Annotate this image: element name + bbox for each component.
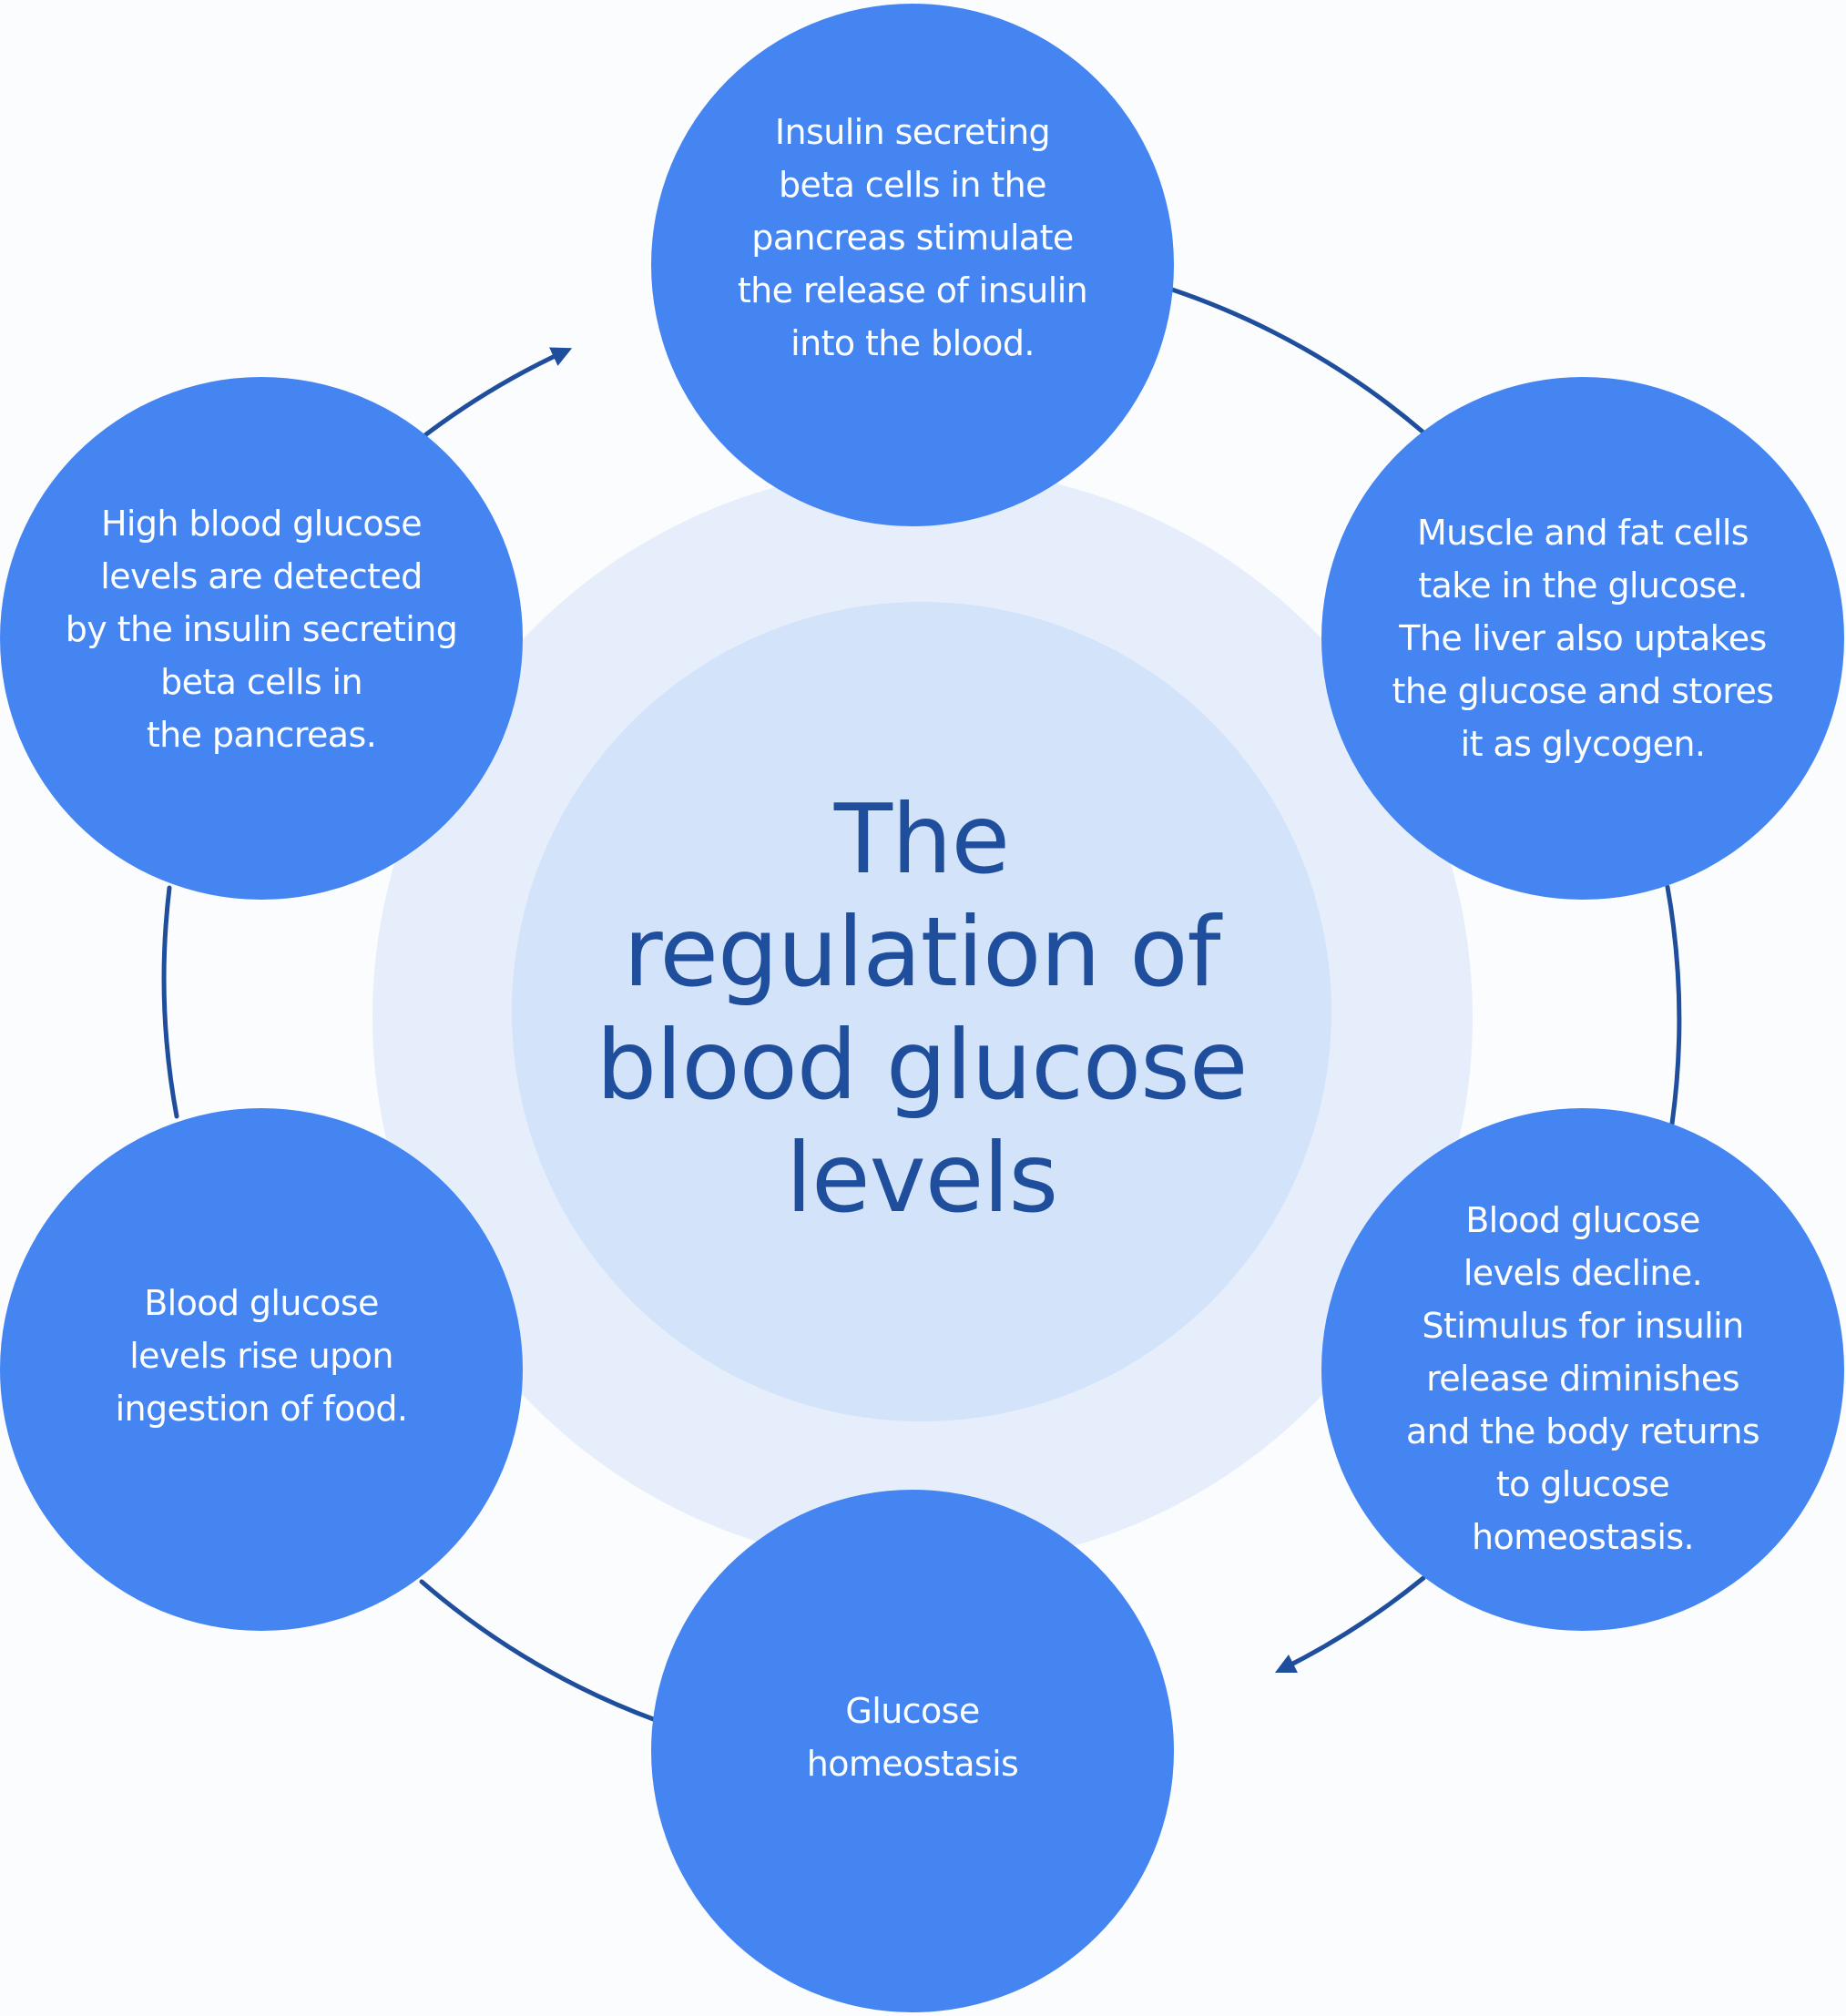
connector-2-3 — [1665, 884, 1682, 1126]
step-insulin-release-text: Insulin secreting beta cells in the panc… — [737, 112, 1088, 363]
inner-halo — [512, 602, 1331, 1421]
title-line-3: blood glucose — [596, 1010, 1249, 1121]
connector-5-6 — [161, 885, 179, 1119]
step-glucose-decline-text: Blood glucose levels decline. Stimulus f… — [1405, 1200, 1760, 1557]
step-glucose-uptake: Muscle and fat cells take in the glucose… — [1321, 377, 1844, 900]
step-glucose-decline: Blood glucose levels decline. Stimulus f… — [1321, 1108, 1844, 1631]
step-glucose-detected-text: High blood glucose levels are detected b… — [65, 504, 458, 755]
diagram-title: The regulation of blood glucose levels — [557, 783, 1286, 1238]
connector-3-4-arrow — [1274, 1575, 1426, 1674]
step-glucose-rise: Blood glucose levels rise upon ingestion… — [0, 1108, 523, 1631]
step-glucose-detected: High blood glucose levels are detected b… — [0, 377, 523, 900]
step-glucose-uptake-text: Muscle and fat cells take in the glucose… — [1392, 513, 1774, 764]
step-insulin-release: Insulin secreting beta cells in the panc… — [651, 4, 1174, 526]
step-glucose-rise-text: Blood glucose levels rise upon ingestion… — [115, 1283, 408, 1429]
step-glucose-homeostasis: Glucose homeostasis — [651, 1490, 1174, 2012]
connector-6-1-arrow — [420, 347, 573, 440]
title-line-4: levels — [785, 1123, 1058, 1234]
connector-4-5 — [419, 1579, 658, 1723]
title-line-2: regulation of — [623, 897, 1221, 1008]
step-glucose-homeostasis-text: Glucose homeostasis — [806, 1691, 1019, 1784]
title-line-1: The — [833, 784, 1010, 895]
connector-1-2 — [1169, 287, 1425, 434]
